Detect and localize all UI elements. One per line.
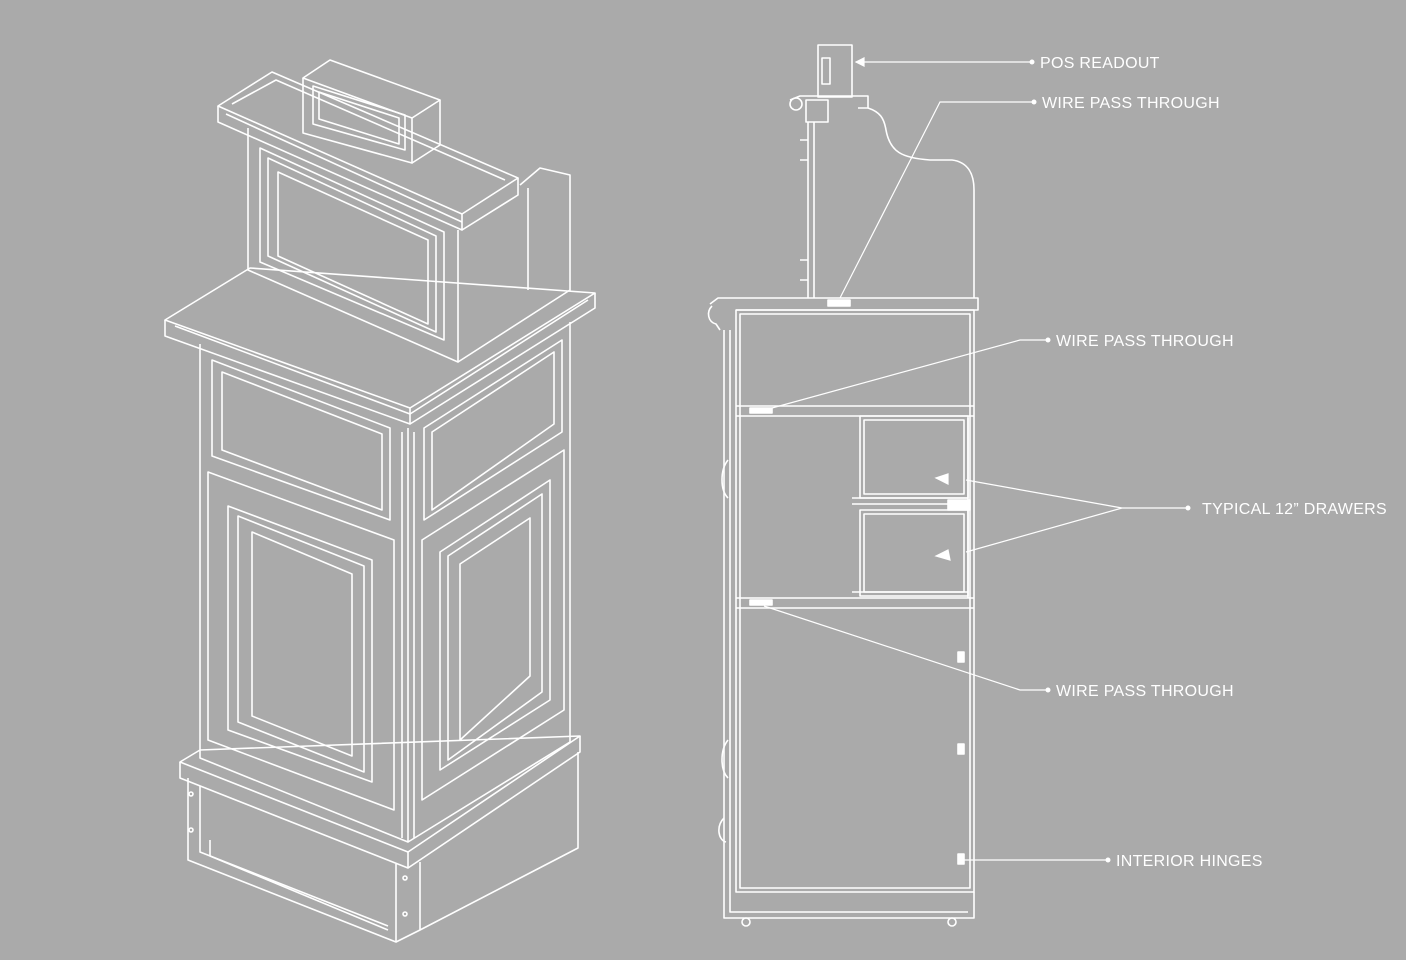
isometric-view	[164, 59, 596, 943]
section-hinges	[718, 459, 965, 865]
section-view	[707, 44, 979, 927]
arrow-pos-readout	[854, 57, 865, 67]
leader-dots	[1029, 59, 1191, 863]
iso-counter-ledge	[164, 267, 596, 425]
leader-lines	[763, 57, 1188, 861]
label-interior-hinges: INTERIOR HINGES	[1116, 853, 1263, 870]
leader-wire-pass-bottom	[763, 605, 1048, 691]
label-wire-pass-middle: WIRE PASS THROUGH	[1056, 333, 1234, 350]
section-shelves	[736, 405, 974, 609]
section-drawers	[852, 415, 971, 598]
label-wire-pass-bottom: WIRE PASS THROUGH	[1056, 683, 1234, 700]
section-carcass	[723, 309, 975, 927]
arrow-drawers-lower	[934, 549, 951, 561]
leader-wire-pass-top	[839, 101, 1034, 299]
label-wire-pass-top: WIRE PASS THROUGH	[1042, 95, 1220, 112]
label-pos-readout: POS READOUT	[1040, 55, 1160, 72]
arrow-drawers-upper	[934, 473, 949, 485]
iso-base	[179, 735, 581, 943]
callout-labels: POS READOUT WIRE PASS THROUGH WIRE PASS …	[1040, 55, 1387, 870]
leader-drawers	[965, 479, 1188, 553]
iso-hutch-crown	[217, 71, 519, 231]
iso-pos-readout	[302, 59, 441, 164]
label-drawers: TYPICAL 12” DRAWERS	[1202, 501, 1387, 518]
iso-lower-cabinet	[199, 322, 571, 843]
section-pos-readout	[789, 44, 975, 298]
iso-hutch-body	[247, 128, 571, 363]
leader-wire-pass-middle	[771, 339, 1048, 409]
